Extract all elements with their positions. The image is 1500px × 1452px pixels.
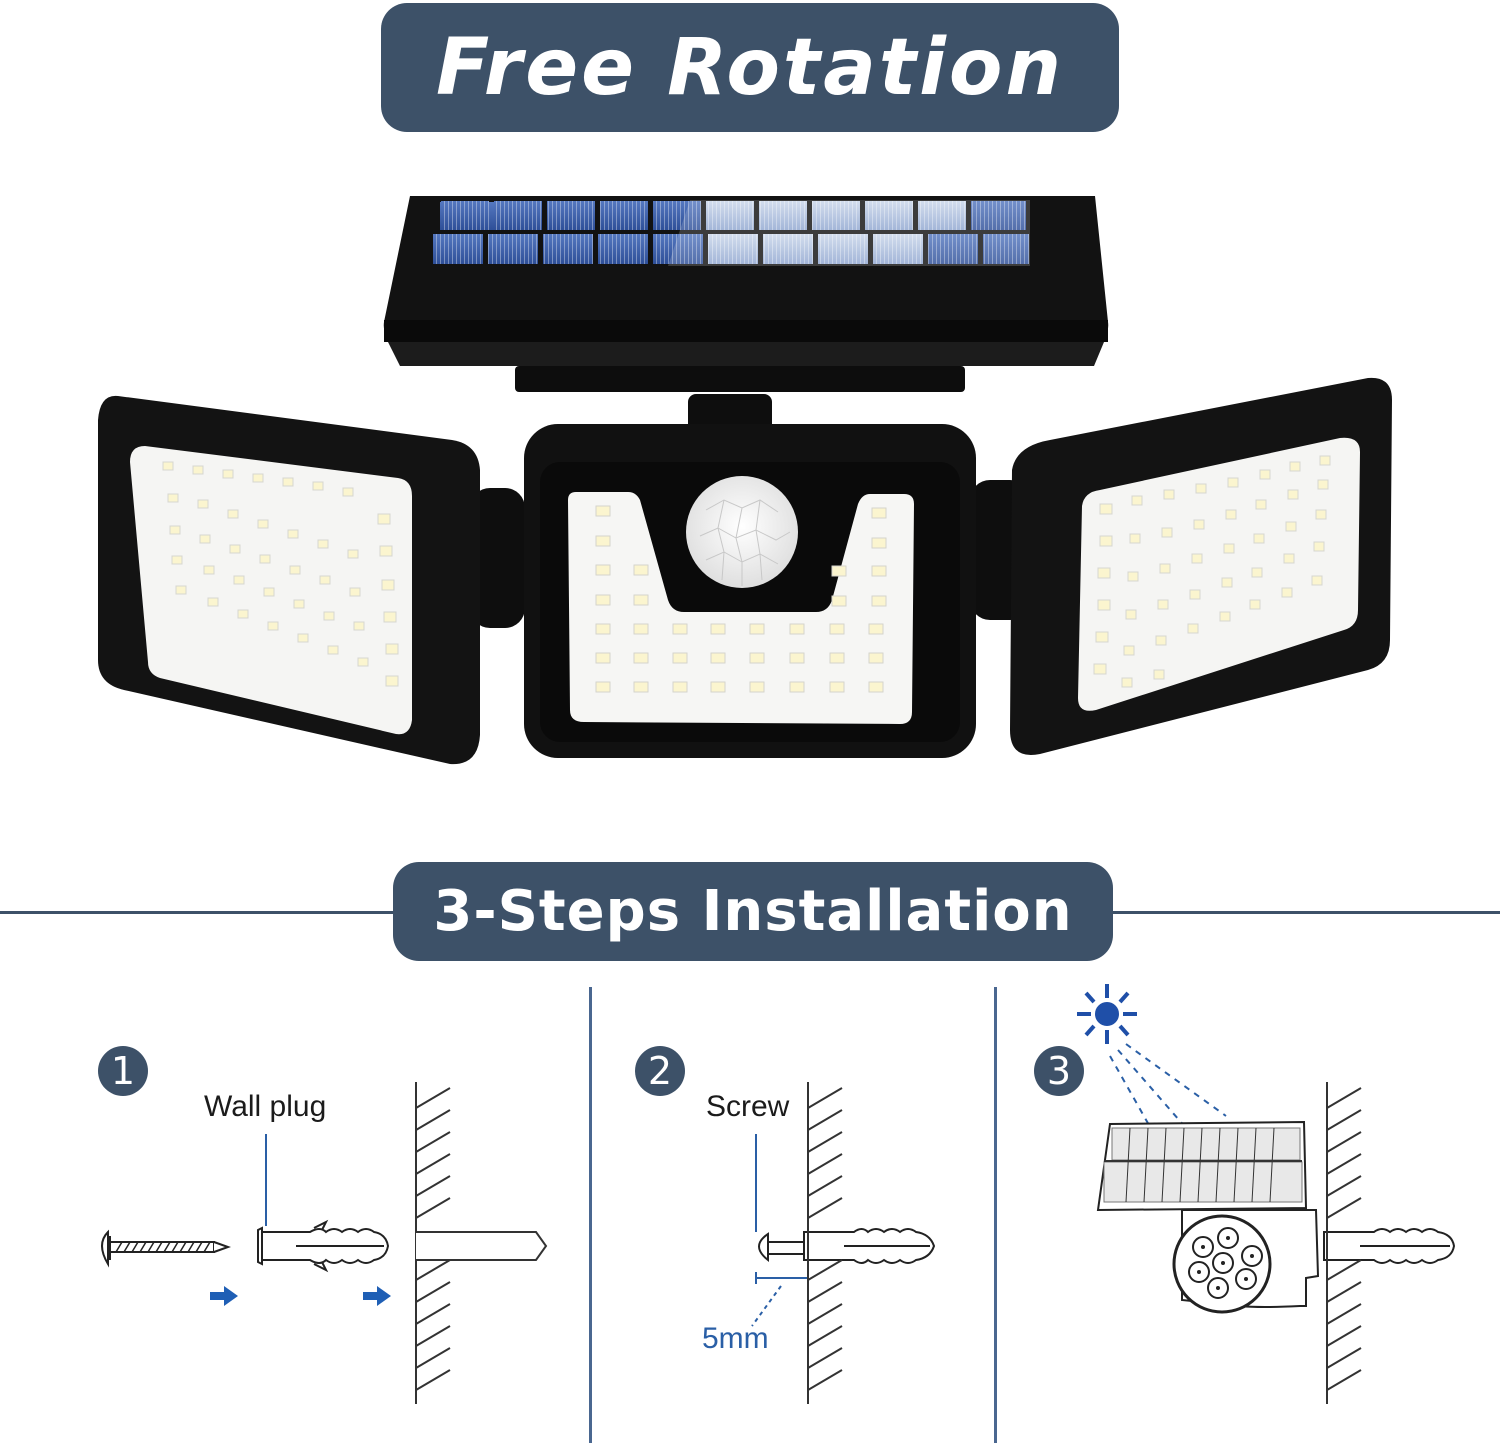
wall-plug-label: Wall plug [204,1090,327,1123]
screw-label: Screw [706,1090,790,1123]
section-divider-right [1111,911,1500,914]
free-rotation-banner: Free Rotation [381,3,1119,132]
step-separator-1 [589,987,592,1443]
step-separator-2 [994,987,997,1443]
step-number-badge: 2 [635,1046,685,1096]
step-number-badge: 1 [98,1046,148,1096]
arrow-right-icon [210,1286,391,1306]
light-head-left [98,395,525,765]
light-head-center [524,424,976,758]
installation-banner: 3-Steps Installation [393,862,1113,961]
screw-icon [101,1229,231,1268]
section-divider-left [0,911,395,914]
step-number-badge: 3 [1034,1046,1084,1096]
solar-cells [433,200,1030,266]
light-head-right [970,377,1392,755]
solar-light-product-image [98,196,1392,765]
wall-plug-icon [257,1219,390,1273]
lamp-head-icon [1172,1214,1272,1314]
solar-panel [383,196,1109,392]
wall-icon [415,1082,548,1404]
sun-icon [1077,984,1137,1044]
measurement-label: 5mm [702,1322,769,1355]
installation-title: 3-Steps Installation [433,879,1073,944]
banner-title: Free Rotation [436,22,1064,113]
